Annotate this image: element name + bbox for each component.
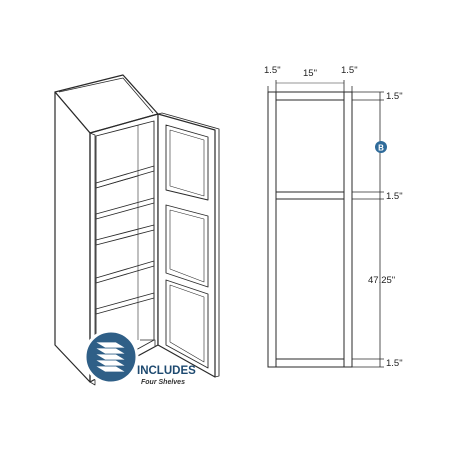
cabinet-illustration: [54, 74, 220, 386]
shelf: [95, 165, 155, 189]
elevation-outer-frame: [267, 91, 353, 368]
door-upper-panel: [165, 124, 209, 201]
dim-bottom-rail: 1.5": [386, 358, 403, 369]
section-marker-label: B: [378, 144, 384, 153]
shelf: [95, 260, 155, 284]
cabinet-door: [157, 112, 220, 378]
dim-left-stile: 1.5": [264, 65, 281, 76]
side-dimensions: [352, 91, 384, 368]
dim-opening-width: 15": [303, 68, 317, 79]
badge-subtitle: Four Shelves: [141, 379, 185, 386]
shelf: [95, 292, 155, 315]
dim-mid-rail: 1.5": [386, 191, 403, 202]
dim-top-rail: 1.5": [386, 91, 403, 102]
shelf: [95, 224, 155, 246]
includes-badge: INCLUDES Four Shelves: [83, 329, 196, 386]
stacked-shelves-icon: [93, 341, 128, 373]
dim-right-stile: 1.5": [341, 65, 358, 76]
section-marker: [375, 141, 387, 153]
cabinet-shelves: [95, 165, 155, 315]
elevation-drawing: [267, 91, 353, 368]
door-lower-panel: [165, 279, 209, 369]
cabinet-side-panel: [54, 91, 91, 383]
dim-lower-height: 47.25": [368, 275, 395, 286]
door-middle-panel: [165, 204, 209, 288]
top-dimensions: [267, 80, 353, 92]
shelf: [95, 197, 155, 220]
badge-title: INCLUDES: [137, 365, 196, 377]
